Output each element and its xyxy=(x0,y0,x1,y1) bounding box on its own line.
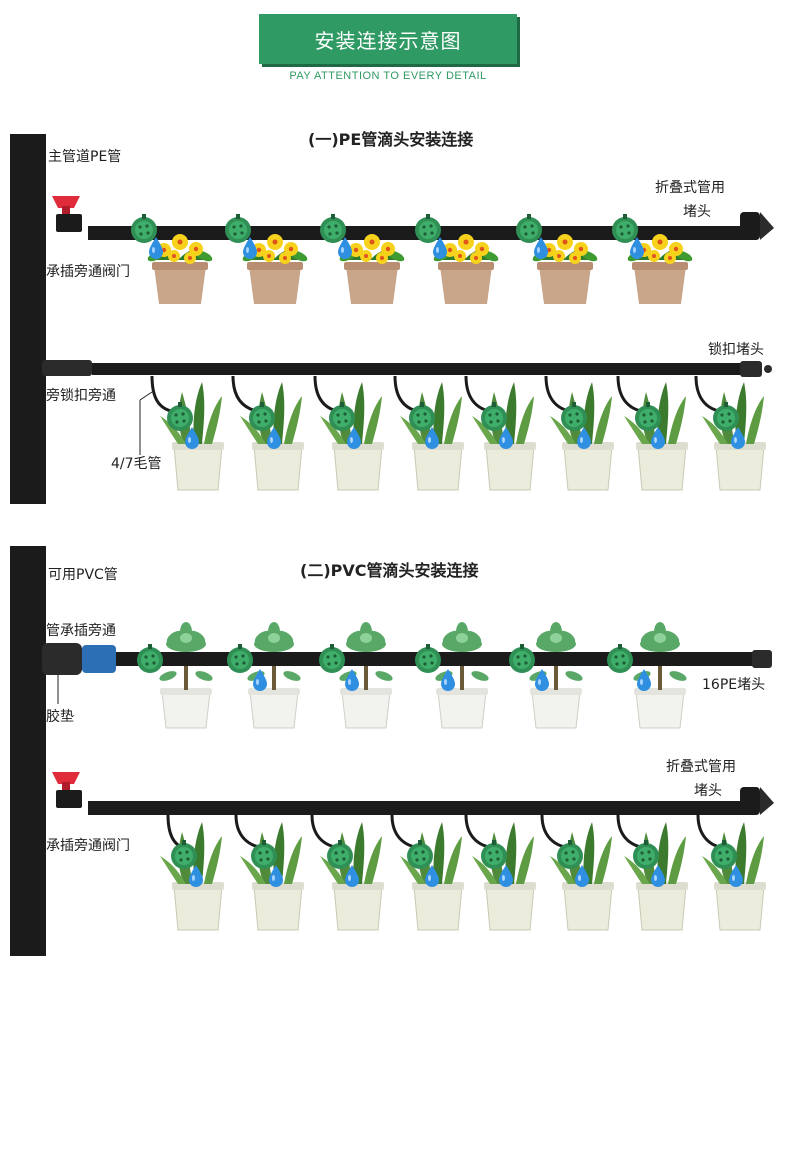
dripper-icon xyxy=(409,402,435,431)
succulent-pot-icon xyxy=(337,621,395,729)
dripper-icon xyxy=(225,214,251,243)
dripper-icon xyxy=(516,214,542,243)
socket-bypass-fitting xyxy=(42,643,82,675)
dripper-icon xyxy=(415,644,441,673)
section2-title: (二)PVC管滴头安装连接 xyxy=(300,561,479,580)
dripper-icon xyxy=(635,402,661,431)
dripper-icon xyxy=(612,214,638,243)
pe-cap-icon xyxy=(752,650,772,668)
main-pipe-1 xyxy=(10,134,46,504)
label-pvc-pipe: 可用PVC管 xyxy=(48,567,118,583)
section1-title: (一)PE管滴头安装连接 xyxy=(308,130,474,149)
label-socket-bypass: 管承插旁通 xyxy=(46,623,116,639)
capillary-tubes-row2 xyxy=(166,814,725,850)
dripper-icon xyxy=(415,214,441,243)
title-banner: 安装连接示意图 xyxy=(259,14,517,64)
label-gasket: 胶垫 xyxy=(46,709,74,725)
succulent-pot-icon xyxy=(157,621,215,729)
label-fold-cap-2b: 堵头 xyxy=(694,783,722,799)
label-valve-2: 承插旁通阀门 xyxy=(46,838,130,854)
dripper-icon xyxy=(320,214,346,243)
main-pipe-2 xyxy=(10,546,46,956)
row4-plants xyxy=(159,821,767,931)
connector-icon xyxy=(82,645,116,673)
branch-pipe-row4 xyxy=(88,801,748,815)
label-fold-cap-1a: 折叠式管用 xyxy=(655,180,725,196)
dripper-icon xyxy=(607,644,633,673)
dripper-icon xyxy=(167,402,193,431)
label-capillary: 4/7毛管 xyxy=(111,456,162,472)
succulent-pot-icon xyxy=(245,621,303,729)
page-subtitle: PAY ATTENTION TO EVERY DETAIL xyxy=(289,70,487,82)
dripper-icon xyxy=(481,402,507,431)
dripper-icon xyxy=(713,402,739,431)
valve-icon xyxy=(52,196,82,232)
label-valve-1: 承插旁通阀门 xyxy=(46,264,130,280)
row2-plants xyxy=(159,381,767,491)
label-main-pipe: 主管道PE管 xyxy=(48,149,122,165)
dripper-icon xyxy=(171,840,197,869)
label-fold-cap-1b: 堵头 xyxy=(683,204,711,220)
succulent-pot-icon xyxy=(527,621,585,729)
dripper-icon xyxy=(249,402,275,431)
lock-cap-icon xyxy=(740,361,762,377)
label-fold-cap-2a: 折叠式管用 xyxy=(666,759,736,775)
valve-icon xyxy=(52,772,82,808)
dripper-icon xyxy=(227,644,253,673)
row3-plants xyxy=(137,621,689,729)
dripper-icon xyxy=(561,402,587,431)
dripper-icon xyxy=(319,644,345,673)
branch-pipe-row2 xyxy=(92,363,748,375)
end-cap-icon xyxy=(740,787,774,815)
dripper-icon xyxy=(131,214,157,243)
end-cap-icon xyxy=(740,212,774,240)
page-title: 安装连接示意图 xyxy=(314,28,462,53)
dripper-icon xyxy=(329,402,355,431)
label-lock-bypass: 旁锁扣旁通 xyxy=(46,388,116,404)
lock-bypass-fitting xyxy=(42,360,92,376)
label-lock-cap: 锁扣堵头 xyxy=(708,342,764,358)
dripper-icon xyxy=(137,644,163,673)
dripper-icon xyxy=(509,644,535,673)
label-16pe-cap: 16PE堵头 xyxy=(702,677,766,693)
succulent-pot-icon xyxy=(433,621,491,729)
